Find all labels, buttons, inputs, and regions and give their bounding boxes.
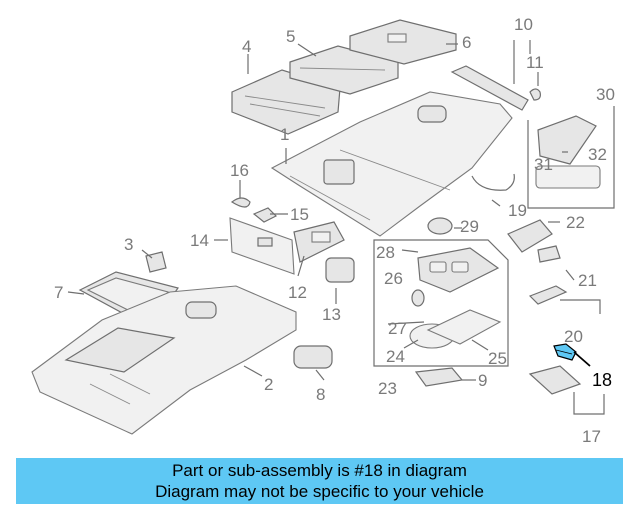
part-12-bracket [293,221,345,263]
part-14-sunvisor [229,217,295,275]
callout-20: 20 [564,327,583,346]
callout-28: 28 [376,243,395,262]
callout-30: 30 [596,85,615,104]
callout-9: 9 [478,371,487,390]
callout-32: 32 [588,145,607,164]
callout-19: 19 [508,201,527,220]
callout-12: 12 [288,283,307,302]
callout-23: 23 [378,379,397,398]
callout-11: 11 [526,53,544,72]
callout-5: 5 [286,27,295,46]
callout-2: 2 [264,375,273,394]
part-4-pad [231,69,341,135]
callout-3: 3 [124,235,133,254]
parts-diagram: 1 2 3 4 5 6 7 8 9 10 11 12 13 14 15 16 1… [31,15,615,446]
callout-29: 29 [460,217,479,236]
part-9-lens [414,367,464,387]
banner-line-1: Part or sub-assembly is #18 in diagram [172,461,467,480]
info-banner: Part or sub-assembly is #18 in diagram D… [16,458,623,504]
part-6-pad [349,19,457,65]
part-30-assembly [535,115,601,189]
callout-17: 17 [582,427,601,446]
part-18-highlighted [553,343,577,361]
part-29-light [427,217,453,235]
banner-line-2: Diagram may not be specific to your vehi… [155,482,484,501]
callout-6: 6 [462,33,471,52]
callout-4: 4 [242,37,251,56]
callout-16: 16 [230,161,249,180]
part-1-headliner [270,91,513,237]
callout-26: 26 [384,269,403,288]
part-2-headliner [31,285,297,435]
callout-22: 22 [566,213,585,232]
part-21-wire [528,285,568,305]
callout-31: 31 [534,155,553,174]
part-25-lens [426,309,502,345]
part-16-clip [230,197,251,208]
part-19-handle [471,173,515,191]
callout-1: 1 [280,125,289,144]
callout-25: 25 [488,349,507,368]
part-17-lamp [528,365,582,395]
part-5-pad [289,45,399,95]
part-26-bulb [411,289,425,307]
callout-14: 14 [190,231,209,250]
part-22-bracket [507,219,553,253]
part-15-clip [252,207,278,223]
callout-15: 15 [290,205,309,224]
part-10-rail [450,65,529,111]
part-13-lamp [325,257,355,283]
part-23-console [417,247,500,293]
callout-18: 18 [592,370,612,390]
callout-8: 8 [316,385,325,404]
part-8-ring [293,345,333,369]
callout-27: 27 [388,319,407,338]
callout-7: 7 [54,283,63,302]
part-11-clip [529,88,541,101]
leader-lines [67,40,575,381]
callout-24: 24 [386,347,405,366]
callout-13: 13 [322,305,341,324]
part-21-bracket [537,245,561,263]
callout-10: 10 [514,15,533,34]
callout-21: 21 [578,271,597,290]
